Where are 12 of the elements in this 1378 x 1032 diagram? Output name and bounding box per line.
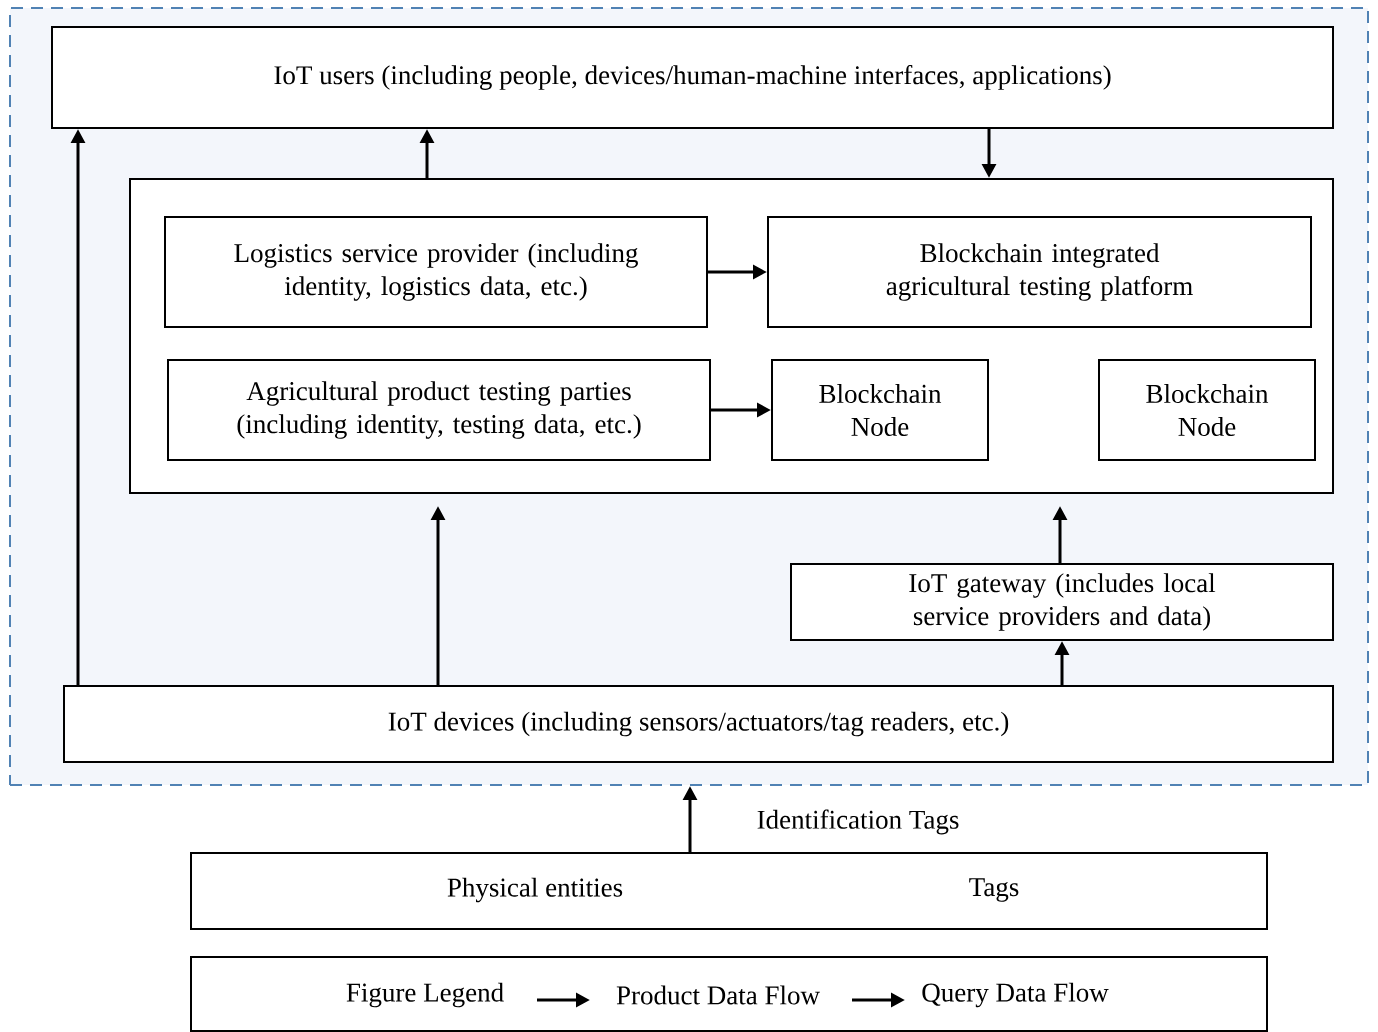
text-box: IoT gateway (includes local service providers and data) [790,563,1334,641]
text-box: Blockchain integrated agricultural testing platform [767,216,1312,328]
text-box: Physical entities Tags [190,852,1268,930]
text-box: Blockchain Node [1098,359,1316,461]
legend-text: Query Data Flow [922,982,1109,1008]
legend-text: Product Data Flow [616,985,820,1005]
edge-label: Identification Tags [757,809,959,835]
text-box: Logistics service provider (including identity, logistics data, etc.) [164,216,708,328]
text-box: IoT users (including people, devices/human-machine interfaces, applications) [51,26,1334,129]
text-box: Agricultural product testing parties (including identity, testing data, etc.) [167,359,711,461]
text-box: IoT devices (including sensors/actuators/tag readers, etc.) [63,685,1334,763]
text-box: Blockchain Node [771,359,989,461]
